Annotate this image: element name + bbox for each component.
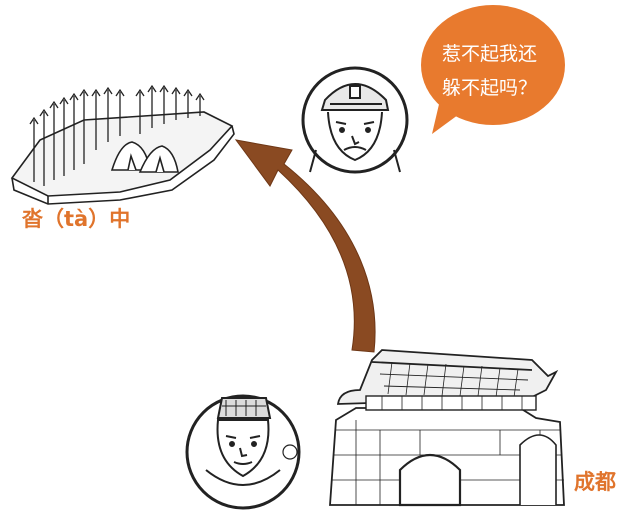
city-gate-icon: [329, 349, 565, 507]
official-portrait-icon: [185, 394, 301, 510]
place-label-tazhong: 沓（tà）中: [22, 207, 131, 231]
speech-bubble: [421, 5, 565, 134]
place-label-chengdu: 成都: [574, 470, 616, 494]
wheat-stalks: [29, 84, 205, 186]
speech-bubble-line-1: 惹不起我还: [442, 43, 538, 65]
general-portrait-icon: [301, 66, 409, 174]
route-arrow: [234, 139, 376, 353]
speech-bubble-line-2: 躲不起吗？: [442, 77, 538, 99]
wheat-field-icon: [10, 84, 235, 205]
tent-icon: [110, 141, 179, 173]
